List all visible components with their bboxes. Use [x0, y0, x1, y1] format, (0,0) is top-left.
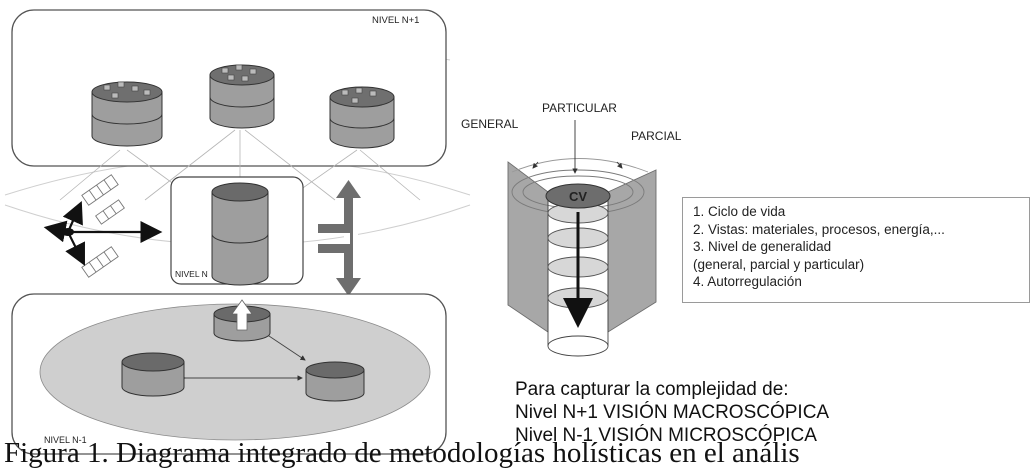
- list-item: 3. Nivel de generalidad: [693, 239, 832, 254]
- top-cylinder-center: [209, 64, 275, 129]
- subsystem-ellipse: [39, 303, 431, 441]
- observer-dot: [62, 228, 74, 236]
- subsystem-links: [180, 329, 306, 381]
- top-cylinder-right: [329, 86, 395, 149]
- complexity-line-2: Nivel N+1 VISIÓN MACROSCÓPICA: [515, 402, 830, 423]
- cv-ellipse: [545, 183, 611, 209]
- up-arrow-icon: [231, 299, 253, 331]
- side-panels: [507, 161, 657, 333]
- list-item: 2. Vistas: materiales, procesos, energía…: [693, 221, 945, 237]
- bottom-cylinder-right: [305, 361, 365, 402]
- complexity-line-3: Nivel N-1 VISIÓN MICROSCÓPICA: [515, 425, 817, 446]
- particular-label: PARTICULAR: [542, 101, 617, 115]
- level-n-minus-1-label: NIVEL N-1: [44, 435, 87, 445]
- bottom-cylinder-top: [213, 299, 271, 342]
- complexity-text: Para capturar la complejidad de: Nivel N…: [515, 378, 829, 447]
- view-pointer-arrows: [532, 120, 623, 174]
- complexity-line-1: Para capturar la complejidad de:: [515, 379, 789, 400]
- observer-arrows: [43, 200, 163, 266]
- top-cylinder-left: [91, 81, 163, 147]
- features-list-box: 1. Ciclo de vida 2. Vistas: materiales, …: [682, 197, 1030, 303]
- general-label: GENERAL: [461, 117, 519, 131]
- level-n-label: NIVEL N: [175, 269, 208, 279]
- bottom-cylinder-left: [121, 352, 185, 397]
- cv-label: CV: [569, 189, 587, 204]
- viewpoint-segments: [81, 174, 125, 278]
- center-cylinder: [211, 182, 269, 286]
- list-item: 1. Ciclo de vida: [693, 204, 786, 219]
- figure-caption: Figura 1. Diagrama integrado de metodolo…: [4, 437, 800, 469]
- parcial-label: PARCIAL: [631, 129, 682, 143]
- list-item: 4. Autorregulación: [693, 274, 802, 289]
- level-n-plus-1-label: NIVEL N+1: [372, 15, 419, 26]
- list-item: (general, parcial y particular): [693, 256, 865, 272]
- view-labels: GENERAL PARTICULAR PARCIAL: [461, 101, 682, 143]
